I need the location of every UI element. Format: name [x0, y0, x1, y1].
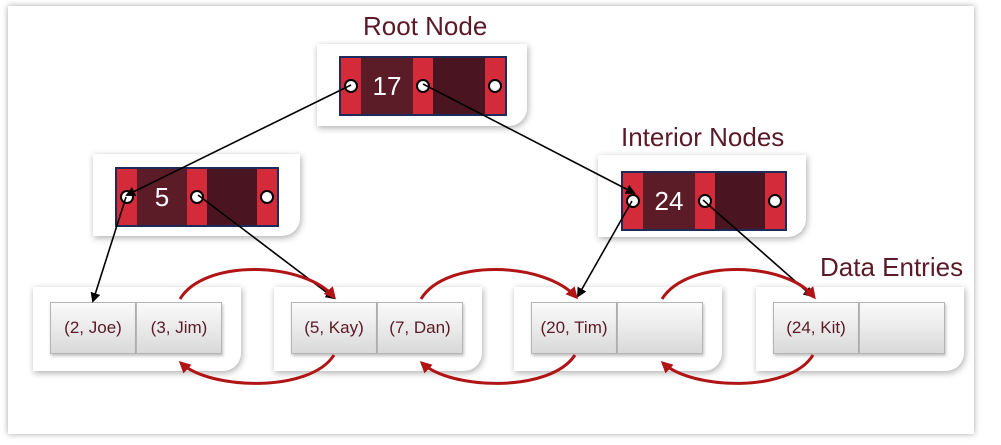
- right-node-pointer-arrow-1: [577, 200, 633, 298]
- pointer-slot: [485, 58, 505, 114]
- empty-key-slot: [433, 58, 485, 114]
- interior-node-left: 5: [115, 167, 279, 227]
- root-left-pointer-arrow: [125, 84, 352, 196]
- next-leaf-link-arrow: [419, 268, 578, 300]
- prev-leaf-link-arrow: [660, 354, 815, 385]
- data-entry: (7, Dan): [377, 302, 463, 354]
- root-right-pointer-arrow: [422, 83, 636, 194]
- interior-node-right-key: 24: [654, 185, 684, 216]
- pointer-slot: [257, 169, 277, 225]
- data-entry: (3, Jim): [136, 302, 222, 354]
- prev-leaf-link-arrow: [419, 354, 577, 385]
- interior-node-left-key: 5: [154, 181, 170, 212]
- pointer-slot: [187, 169, 207, 225]
- data-entry: (5, Kay): [291, 302, 377, 354]
- data-entry: (2, Joe): [50, 302, 136, 354]
- pointer-slot: [413, 58, 433, 114]
- pointer-dot-icon: [190, 190, 204, 204]
- root-node-heading: Root Node: [363, 11, 488, 41]
- pointer-slot: [765, 173, 785, 229]
- pointer-dot-icon: [260, 190, 274, 204]
- pointer-dot-icon: [768, 194, 782, 208]
- pointer-dot-icon: [416, 79, 430, 93]
- interior-nodes-heading: Interior Nodes: [621, 122, 785, 152]
- next-leaf-link-arrow: [178, 268, 336, 300]
- left-node-pointer-arrow-1: [90, 196, 127, 303]
- empty-key-slot: [207, 169, 257, 225]
- root-node-key: 17: [372, 70, 402, 101]
- empty-key-slot: [715, 173, 765, 229]
- prev-leaf-link-arrow: [178, 354, 336, 385]
- root-node: 17: [339, 56, 507, 116]
- pointer-dot-icon: [488, 79, 502, 93]
- next-leaf-link-arrow: [660, 268, 816, 300]
- data-entries-heading: Data Entries: [820, 252, 964, 282]
- pointer-dot-icon: [344, 79, 358, 93]
- data-entry: (20, Tim): [531, 302, 617, 354]
- data-entry: (24, Kit): [773, 302, 859, 354]
- empty-data-entry: [859, 302, 945, 354]
- pointer-slot: [341, 58, 361, 114]
- empty-data-entry: [617, 302, 703, 354]
